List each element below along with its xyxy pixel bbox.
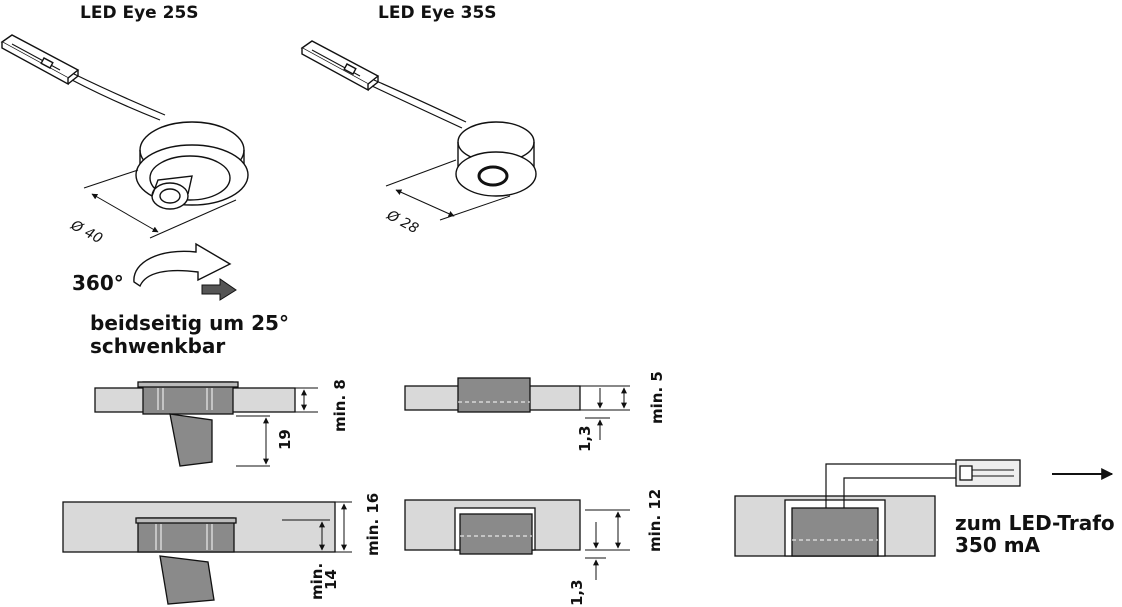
eye35-thin-offset-label: 1,3	[576, 425, 594, 452]
swivel-text-line2: schwenkbar	[90, 334, 225, 358]
transformer-connection-section	[734, 459, 1114, 557]
eye35-thick-offset-label: 1,3	[568, 579, 586, 606]
eye25-thin-min-label: min. 8	[331, 379, 349, 432]
eye35-thin-section	[404, 377, 630, 440]
eye35-thick-min-label: min. 12	[646, 489, 664, 552]
eye35-title: LED Eye 35S	[378, 3, 497, 23]
eye25-title: LED Eye 25S	[80, 3, 199, 23]
eye25-thin-section	[94, 381, 318, 467]
eye25-diameter-label: Ø 40	[67, 217, 105, 247]
eye25-thick-section	[62, 501, 352, 605]
eye25-thick-min-lower-value: 14	[322, 569, 340, 590]
swivel-arrow-icon	[201, 278, 237, 301]
eye35-thin-min-label: min. 5	[648, 371, 666, 424]
eye25-perspective	[0, 34, 249, 239]
eye35-perspective	[300, 40, 537, 221]
eye35-connector	[300, 40, 380, 92]
rotation-degrees-label: 360°	[72, 271, 124, 295]
eye25-thin-height-label: 19	[276, 429, 294, 450]
eye35-diameter-label: Ø 28	[383, 207, 421, 237]
eye35-thick-section	[404, 499, 630, 580]
swivel-text-line1: beidseitig um 25°	[90, 311, 289, 335]
eye25-thick-min-lower-label: min.	[308, 563, 326, 600]
eye25-thick-min-label: min. 16	[364, 493, 382, 556]
rotation-arrow-icon	[133, 242, 232, 288]
connection-text-line1: zum LED-Trafo	[955, 511, 1115, 535]
eye25-connector	[0, 34, 80, 86]
connection-text-line2: 350 mA	[955, 533, 1041, 557]
